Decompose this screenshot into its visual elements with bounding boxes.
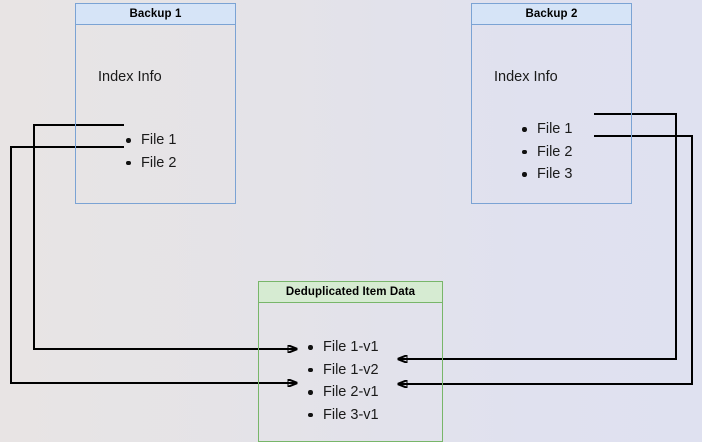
deduplicated-item-data-node[interactable]: Deduplicated Item Data File 1-v1 File 1-… (258, 281, 443, 442)
backup-2-body: Index Info File 1 File 2 File 3 (471, 25, 632, 204)
list-item: File 2 (520, 141, 572, 164)
backup-1-node[interactable]: Backup 1 Index Info File 1 File 2 (75, 3, 236, 204)
backup-2-header: Backup 2 (471, 3, 632, 25)
backup-2-caption: Index Info (494, 69, 558, 85)
list-item: File 2 (124, 152, 176, 175)
backup-1-file-list: File 1 File 2 (124, 129, 176, 174)
deduplicated-item-data-header: Deduplicated Item Data (258, 281, 443, 303)
deduplicated-item-data-body: File 1-v1 File 1-v2 File 2-v1 File 3-v1 (258, 303, 443, 442)
backup-1-body: Index Info File 1 File 2 (75, 25, 236, 204)
list-item: File 1-v1 (306, 336, 379, 359)
backup-1-header: Backup 1 (75, 3, 236, 25)
backup-2-file-list: File 1 File 2 File 3 (520, 118, 572, 186)
list-item: File 3-v1 (306, 404, 379, 427)
list-item: File 1 (124, 129, 176, 152)
backup-1-caption: Index Info (98, 69, 162, 85)
list-item: File 1-v2 (306, 359, 379, 382)
list-item: File 2-v1 (306, 381, 379, 404)
list-item: File 1 (520, 118, 572, 141)
list-item: File 3 (520, 163, 572, 186)
dedup-item-list: File 1-v1 File 1-v2 File 2-v1 File 3-v1 (306, 336, 379, 426)
backup-2-node[interactable]: Backup 2 Index Info File 1 File 2 File 3 (471, 3, 632, 204)
